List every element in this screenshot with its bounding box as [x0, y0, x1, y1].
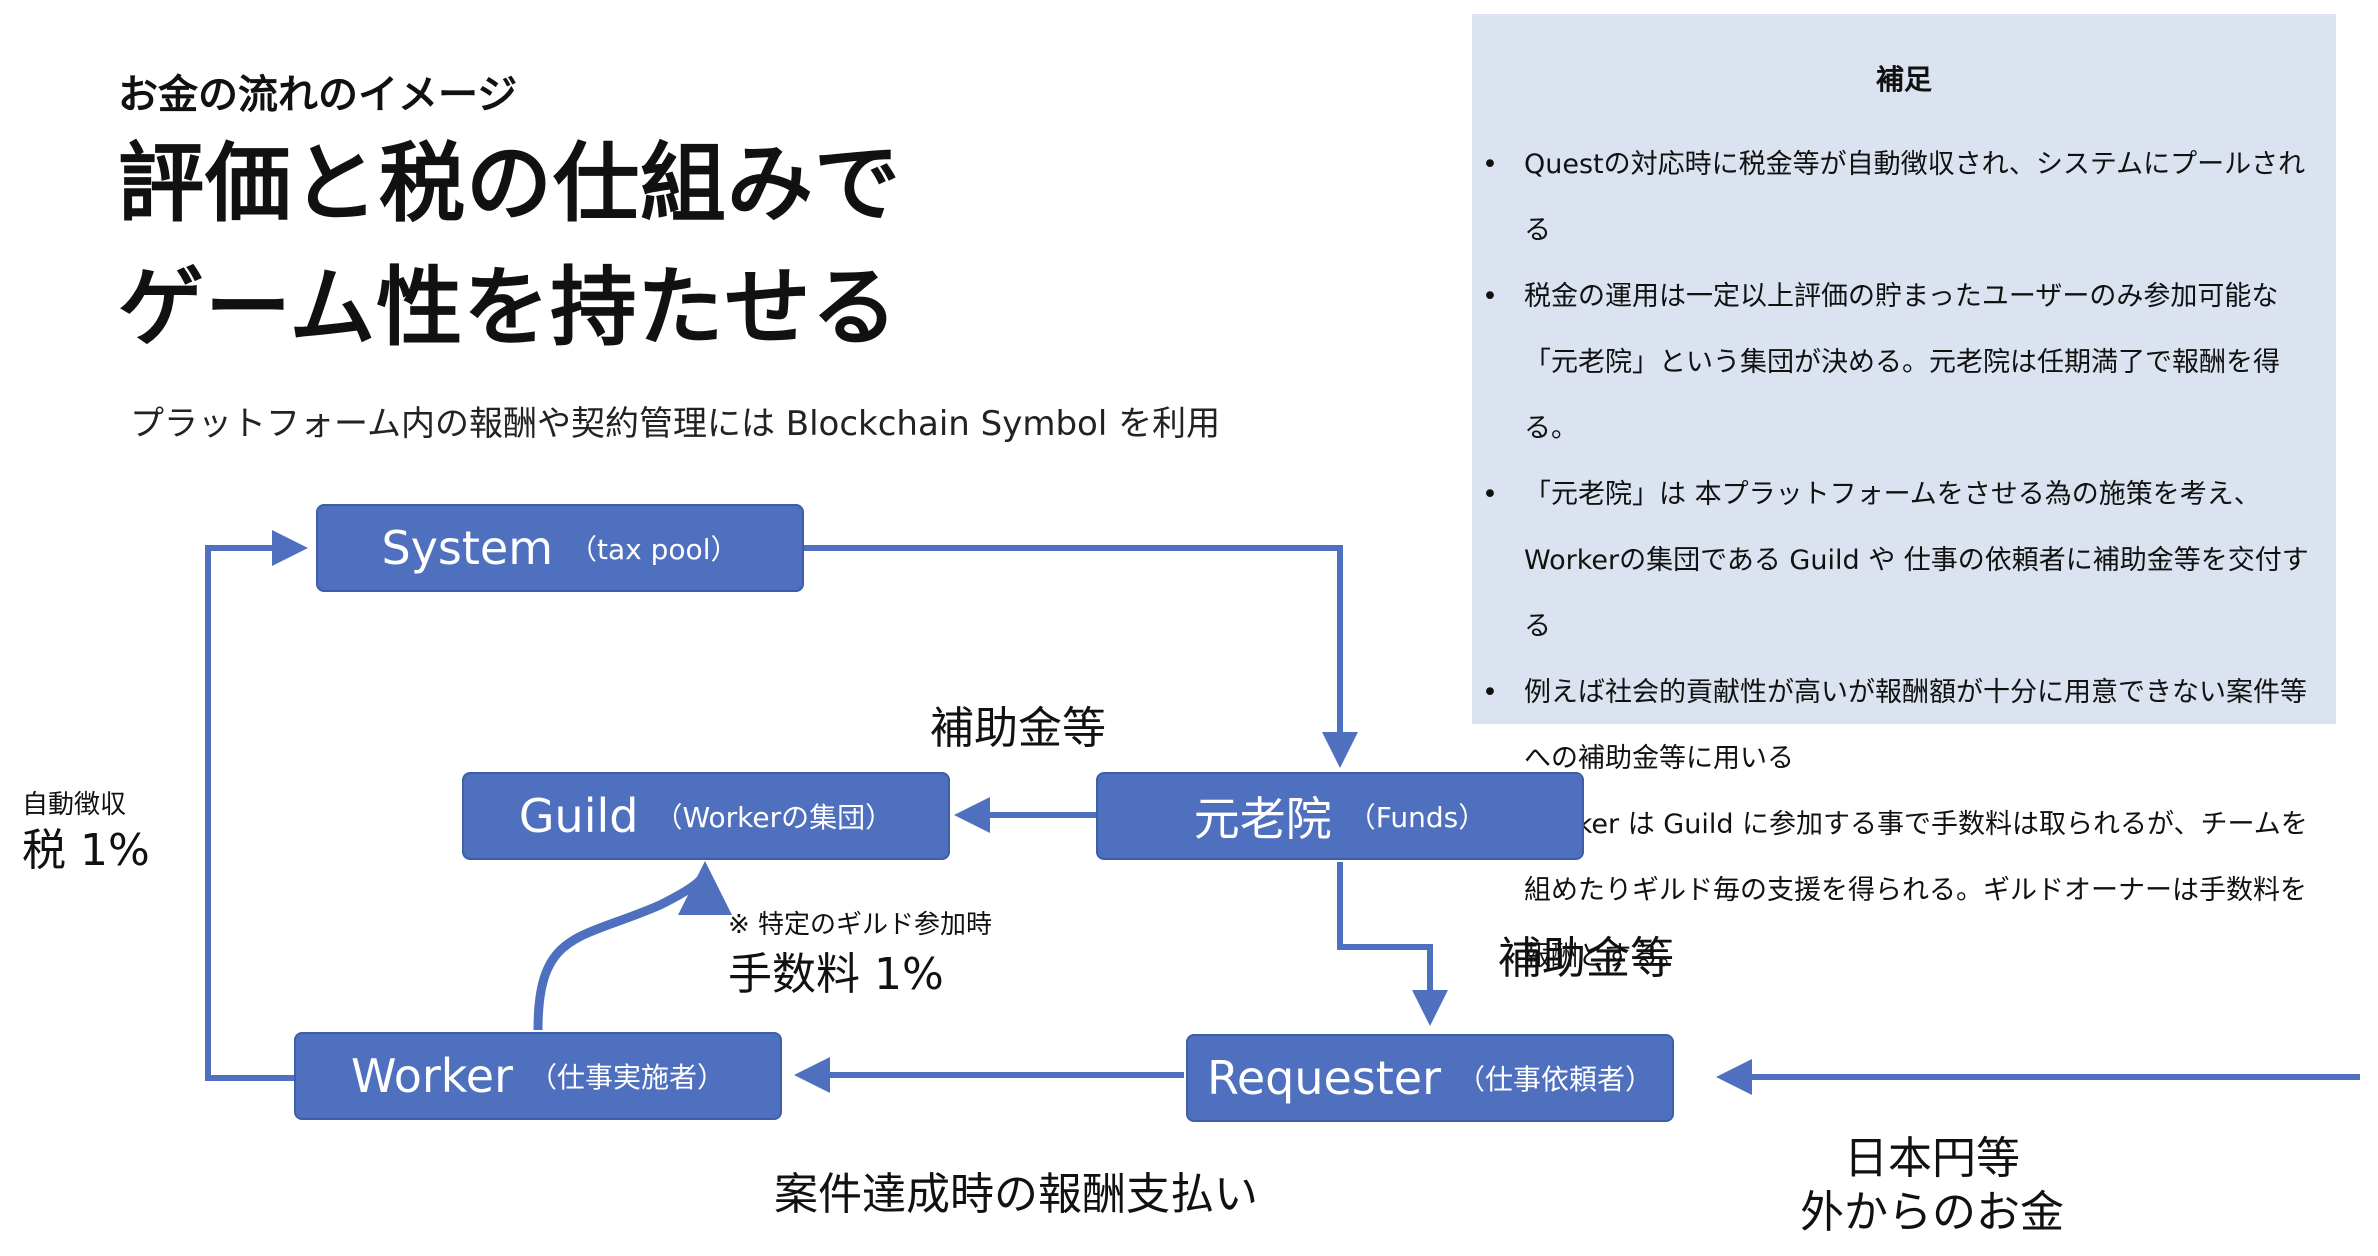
node-requester-label: Requester: [1206, 1051, 1442, 1105]
subtitle: お金の流れのイメージ: [118, 72, 518, 118]
node-worker: Worker （仕事実施者）: [294, 1032, 782, 1120]
arrow-system-to-genroin: [804, 545, 1358, 768]
supplement-panel: 補足 Questの対応時に税金等が自動徴収され、システムにプールされる 税金の運…: [1472, 14, 2336, 972]
supplement-item: Worker は Guild に参加する事で手数料は取られるが、チームを組めたり…: [1482, 792, 2314, 990]
node-system-label: System: [381, 521, 554, 575]
supplement-list: Questの対応時に税金等が自動徴収され、システムにプールされる 税金の運用は一…: [1472, 132, 2314, 990]
node-genroin: 元老院 （Funds）: [1096, 772, 1584, 860]
node-genroin-sublabel: （Funds）: [1347, 801, 1487, 834]
label-tax-caption: 自動徴収: [22, 790, 127, 820]
node-guild: Guild （Workerの集団）: [462, 772, 950, 860]
label-guild-fee: 手数料 1%: [728, 949, 944, 1000]
node-worker-sublabel: （仕事実施者）: [529, 1061, 726, 1094]
node-guild-label: Guild: [518, 789, 639, 843]
label-subsidy-requester: 補助金等: [1498, 933, 1674, 984]
page-title: 評価と税の仕組みで ゲーム性を持たせる: [118, 122, 901, 370]
supplement-item: 税金の運用は一定以上評価の貯まったユーザーのみ参加可能な「元老院」という集団が決…: [1482, 264, 2314, 462]
supplement-item: Questの対応時に税金等が自動徴収され、システムにプールされる: [1482, 132, 2314, 264]
node-system-sublabel: （tax pool）: [569, 533, 739, 566]
label-external-line2: 外からのお金: [1800, 1187, 2064, 1238]
node-guild-sublabel: （Workerの集団）: [654, 801, 894, 834]
node-worker-label: Worker: [350, 1049, 514, 1103]
supplement-item: 「元老院」は 本プラットフォームをさせる為の施策を考え、Workerの集団である…: [1482, 462, 2314, 660]
node-genroin-label: 元老院: [1193, 792, 1332, 846]
blockchain-note: プラットフォーム内の報酬や契約管理には Blockchain Symbol を利…: [130, 404, 1221, 444]
arrow-worker-to-system: [205, 530, 308, 1081]
arrow-worker-to-guild: [533, 861, 732, 1031]
supplement-title: 補足: [1875, 63, 1932, 96]
label-payment: 案件達成時の報酬支払い: [774, 1169, 1258, 1220]
label-external-line1: 日本円等: [1844, 1133, 2020, 1184]
supplement-item: 例えば社会的貢献性が高いが報酬額が十分に用意できない案件等への補助金等に用いる: [1482, 660, 2314, 792]
title-line-2: ゲーム性を持たせる: [118, 258, 899, 358]
node-requester: Requester （仕事依頼者）: [1186, 1034, 1674, 1122]
label-tax: 税 1%: [22, 825, 150, 876]
label-guild-fee-note: ※ 特定のギルド参加時: [728, 910, 993, 940]
arrow-genroin-to-requester: [1337, 862, 1448, 1026]
label-subsidy-guild: 補助金等: [930, 703, 1106, 754]
node-requester-sublabel: （仕事依頼者）: [1457, 1063, 1654, 1096]
node-system: System （tax pool）: [316, 504, 804, 592]
title-line-1: 評価と税の仕組みで: [118, 134, 901, 234]
